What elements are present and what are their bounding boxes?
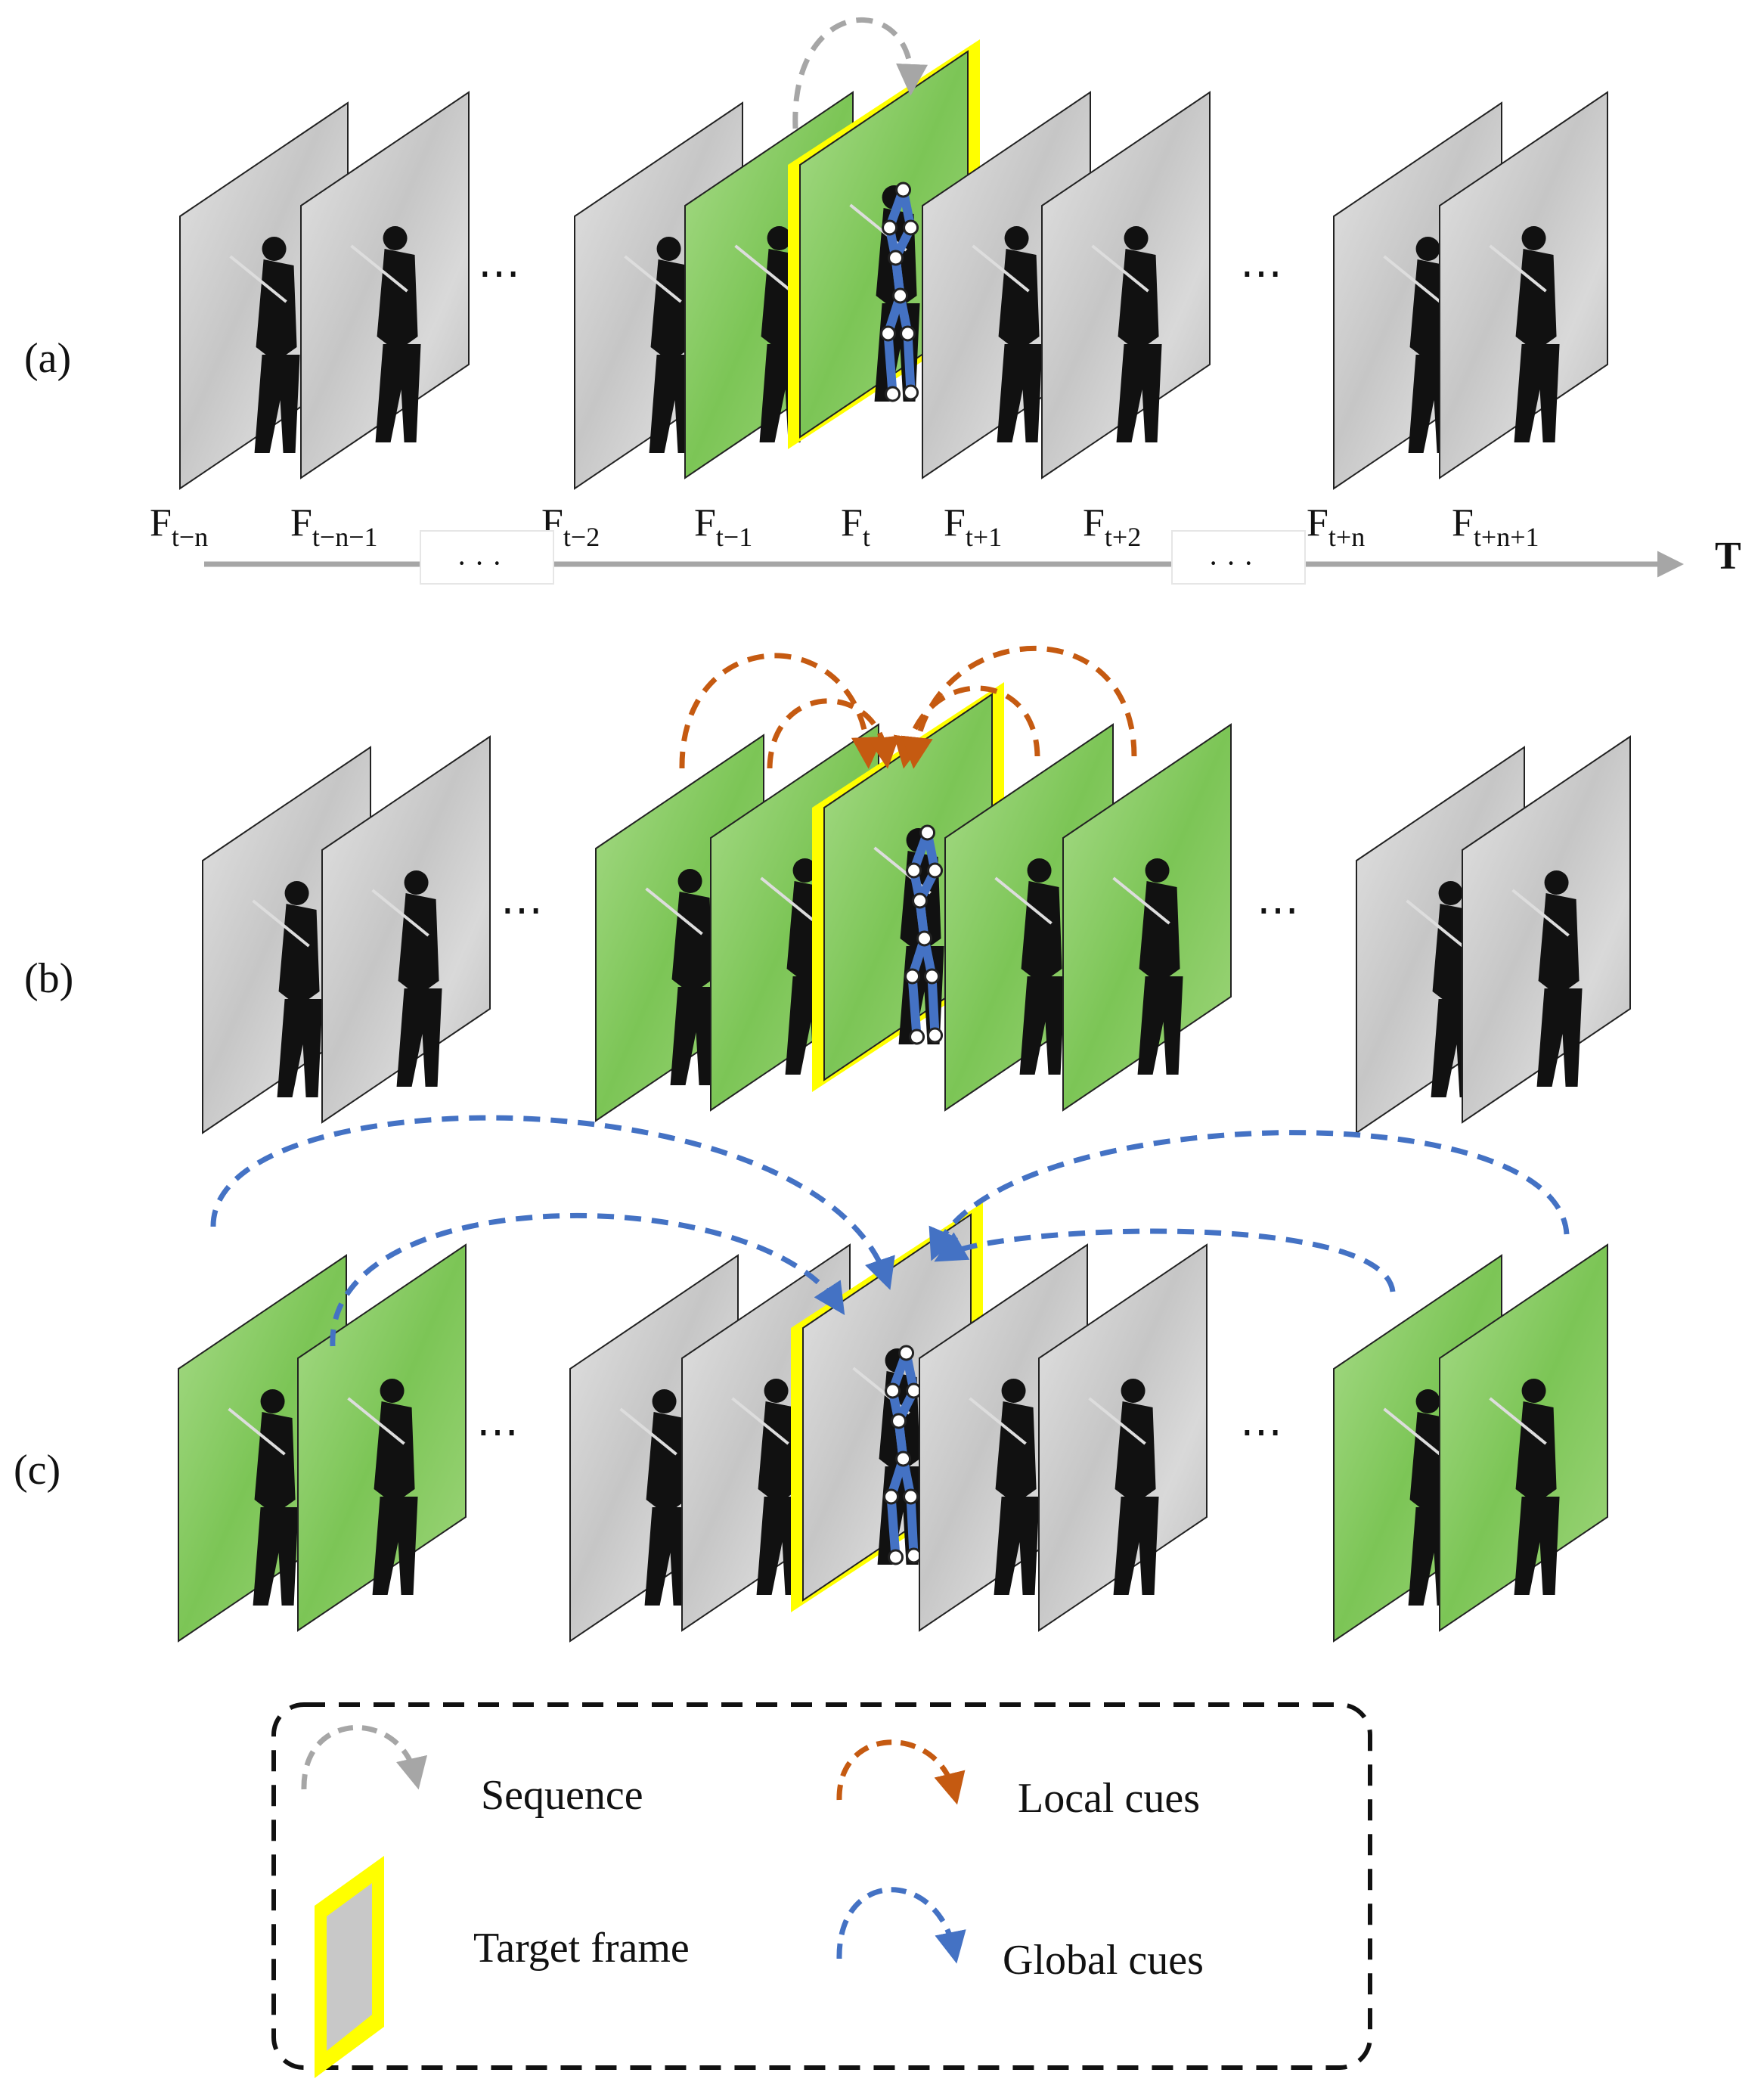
keypoint-8: [906, 1547, 922, 1564]
keypoint-8: [927, 1027, 944, 1044]
global-cue-arrow-4: [929, 1130, 1570, 1261]
local-cue-arrow-4: [901, 646, 1137, 769]
keypoint-5: [883, 1488, 900, 1505]
keypoint-3: [891, 1413, 907, 1429]
global-cue-arrow-3: [934, 1228, 1396, 1292]
legend: Sequence Local cues Target frame Global …: [271, 1702, 1372, 2078]
keypoint-3: [888, 250, 904, 266]
time-axis-gap-right: [1171, 530, 1306, 585]
legend-box: [271, 1702, 1372, 2070]
legend-local-arrow: [836, 1739, 966, 1805]
keypoint-1: [906, 862, 922, 879]
keypoint-2: [927, 862, 944, 879]
local-cue-arrow-1: [679, 653, 883, 769]
time-axis-gap-left-text: · · ·: [457, 546, 502, 580]
keypoint-7: [888, 1549, 904, 1565]
label-f-t-n-1: Ft−n−1: [290, 501, 378, 552]
keypoint-1: [885, 1382, 901, 1399]
ellipsis-c-right: ⋯: [1240, 1409, 1282, 1456]
row-label-a: (a): [24, 335, 71, 382]
keypoint-2: [903, 219, 919, 236]
label-f-t-n: Ft−n: [150, 501, 208, 552]
keypoint-6: [924, 968, 941, 985]
keypoint-8: [903, 384, 919, 401]
cue-arrows: [210, 17, 1570, 1347]
legend-local-label: Local cues: [1018, 1775, 1200, 1822]
keypoint-0: [919, 824, 936, 841]
time-axis-gap-right-text: · · ·: [1208, 546, 1254, 580]
global-cue-arrow-2: [330, 1212, 845, 1347]
keypoint-0: [898, 1345, 915, 1361]
legend-target-label: Target frame: [473, 1925, 690, 1972]
frame-c-8: [1439, 1243, 1608, 1632]
keypoint-4: [916, 930, 933, 947]
ellipsis-a-left: ⋯: [478, 250, 520, 297]
legend-global-label: Global cues: [1003, 1937, 1204, 1984]
time-axis-gap-left: [420, 530, 554, 585]
keypoint-5: [904, 968, 921, 985]
ellipsis-b-left: ⋯: [501, 887, 543, 934]
label-f-t+n: Ft+n: [1307, 501, 1365, 552]
global-cue-arrow-1: [210, 1115, 895, 1290]
ellipsis-b-right: ⋯: [1257, 887, 1299, 934]
keypoint-4: [895, 1451, 912, 1467]
legend-sequence-label: Sequence: [481, 1772, 643, 1819]
frame-a-8: [1439, 91, 1608, 479]
keypoint-3: [912, 892, 929, 909]
keypoint-2: [906, 1382, 922, 1399]
local-cue-arrow-2: [767, 698, 900, 769]
frame-a-1: [300, 91, 470, 479]
keypoint-6: [903, 1488, 919, 1505]
label-f-t+2: Ft+2: [1083, 501, 1141, 552]
ellipsis-a-right: ⋯: [1240, 250, 1282, 297]
label-f-t+n+1: Ft+n+1: [1452, 501, 1539, 552]
frame-b-8: [1462, 735, 1631, 1124]
legend-target-frame-icon: [315, 1856, 384, 2078]
frame-labels: Ft−n Ft−n−1 Ft−2 Ft−1 Ft Ft+1 Ft+2 Ft+n …: [150, 501, 1539, 552]
sequence-arrow: [792, 17, 928, 129]
keypoint-5: [880, 325, 897, 342]
label-f-t-1: Ft−1: [694, 501, 752, 552]
time-axis-label: T: [1715, 535, 1741, 578]
label-f-t+1: Ft+1: [944, 501, 1002, 552]
frame-b-1: [321, 735, 491, 1124]
local-cue-arrow-3: [893, 685, 1040, 769]
legend-sequence-arrow: [301, 1724, 427, 1790]
frame-b-6: [1062, 723, 1232, 1112]
row-label-b: (b): [24, 955, 73, 1002]
frames-layer: [178, 39, 1631, 1643]
keypoint-4: [892, 287, 909, 304]
keypoint-6: [900, 325, 916, 342]
frame-a-6: [1041, 91, 1211, 479]
keypoint-7: [909, 1029, 925, 1045]
keypoint-1: [882, 219, 898, 236]
keypoint-0: [895, 182, 912, 198]
keypoint-7: [885, 386, 901, 402]
label-f-t-2: Ft−2: [541, 501, 600, 552]
frame-c-1: [297, 1243, 467, 1632]
row-label-c: (c): [14, 1447, 60, 1494]
frame-c-6: [1038, 1243, 1208, 1632]
label-f-t: Ft: [841, 501, 870, 552]
time-axis: · · · · · · T: [204, 530, 1741, 585]
legend-global-arrow: [836, 1887, 966, 1964]
ellipsis-c-left: ⋯: [476, 1409, 519, 1456]
